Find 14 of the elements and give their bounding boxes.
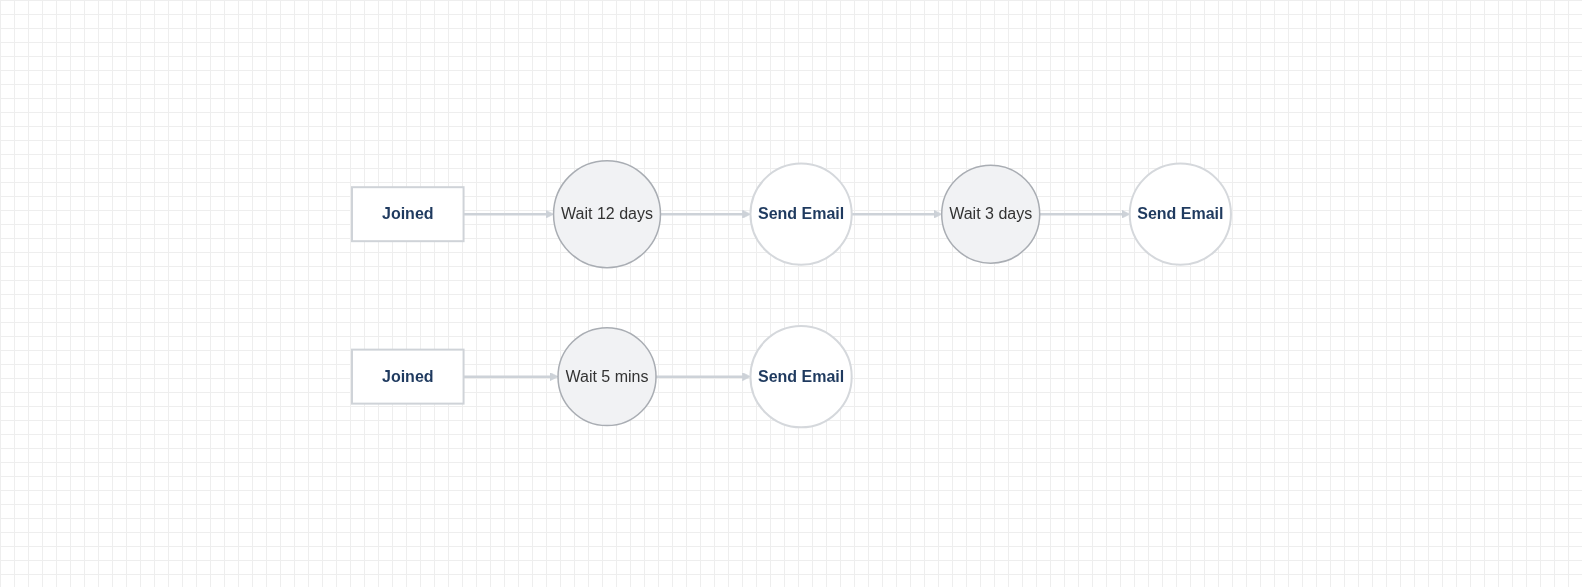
node-circle: Wait 12 days — [552, 159, 661, 268]
node-box: Joined — [350, 348, 465, 405]
node-circle: Send Email — [748, 324, 853, 428]
arrow — [463, 209, 554, 219]
node-circle: Send Email — [1128, 162, 1232, 266]
node-circle: Wait 5 mins — [556, 326, 657, 426]
node-circle: Send Email — [748, 162, 853, 266]
node-box: Joined — [350, 185, 465, 242]
node-circle: Wait 3 days — [940, 163, 1040, 264]
arrow — [1039, 209, 1130, 219]
arrow — [851, 209, 942, 219]
arrow — [655, 371, 751, 381]
arrow — [659, 209, 751, 219]
arrow — [463, 371, 558, 381]
